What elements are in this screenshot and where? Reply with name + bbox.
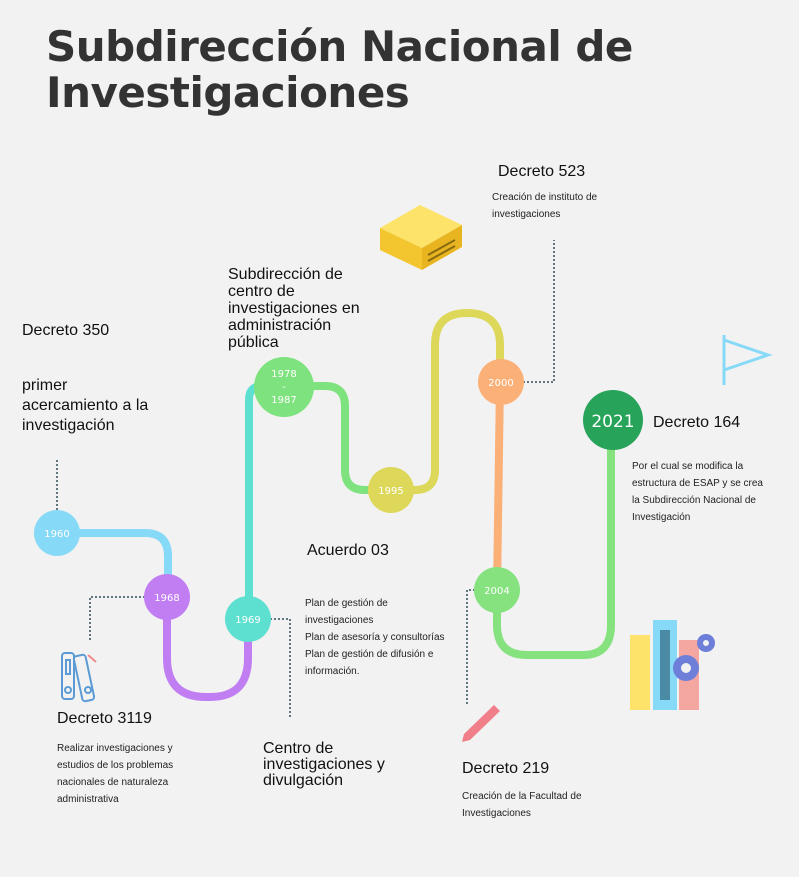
year-node-1969: 1969 <box>225 596 271 642</box>
connector-1968 <box>89 596 145 640</box>
heading-1969: Centro de investigaciones y divulgación <box>263 740 385 789</box>
heading-1960: Decreto 350 <box>22 322 110 339</box>
segment-1968-1969 <box>163 593 252 701</box>
svg-text:1987: 1987 <box>271 395 296 406</box>
year-node-1960: 1960 <box>34 510 80 556</box>
svg-text:1968: 1968 <box>154 593 179 604</box>
text-1960: primer acercamiento a la investigación <box>22 377 149 434</box>
year-node-1995: 1995 <box>368 467 414 513</box>
svg-text:1960: 1960 <box>44 529 69 540</box>
heading-1968: Decreto 3119 <box>57 710 152 727</box>
svg-text:1969: 1969 <box>235 615 260 626</box>
flag-icon <box>722 335 773 385</box>
text-2021: Por el cual se modifica la estructura de… <box>632 461 763 523</box>
heading-1995: Acuerdo 03 <box>307 542 389 559</box>
connector-2004 <box>466 589 475 705</box>
text-2004: Creación de la Facultad de Investigacion… <box>462 791 582 819</box>
year-node-2000: 2000 <box>478 359 524 405</box>
connector-1969 <box>270 618 291 717</box>
svg-text:2000: 2000 <box>488 378 513 389</box>
year-node-1968: 1968 <box>144 574 190 620</box>
plan-line: Plan de gestión de difusión e informació… <box>305 649 434 677</box>
year-node-1978: 1978 - 1987 <box>254 357 314 417</box>
heading-2021: Decreto 164 <box>653 414 741 431</box>
svg-text:2004: 2004 <box>484 586 509 597</box>
heading-1978: Subdirección de centro de investigacione… <box>228 266 360 351</box>
segment-1978-1995 <box>279 382 395 494</box>
plan-line: Plan de gestión de investigaciones <box>305 598 388 626</box>
text-1968: Realizar investigaciones y estudios de l… <box>57 743 174 805</box>
connector-2000 <box>523 240 555 383</box>
year-node-2021: 2021 <box>583 390 643 450</box>
segment-2000-2004 <box>493 378 504 594</box>
binders-icon <box>61 652 97 703</box>
books-gears-icon <box>630 620 715 710</box>
segment-1995-2000 <box>387 308 504 494</box>
heading-2004: Decreto 219 <box>462 760 550 777</box>
pencil-icon <box>462 705 500 742</box>
text-2000: Creación de instituto de investigaciones <box>492 192 598 220</box>
segment-2004-2021 <box>493 415 615 659</box>
plan-line: Plan de asesoría y consultorías <box>305 632 445 643</box>
svg-text:1978: 1978 <box>271 369 296 380</box>
svg-text:-: - <box>282 382 286 393</box>
page-title: Subdirección Nacional de Investigaciones <box>46 22 633 117</box>
text-1995: Plan de gestión de investigaciones Plan … <box>305 595 455 680</box>
svg-text:1995: 1995 <box>378 486 403 497</box>
segment-1969-1978 <box>245 382 287 623</box>
heading-2000: Decreto 523 <box>498 163 586 180</box>
box-icon <box>380 205 462 270</box>
segment-1960-1968 <box>53 529 172 601</box>
year-node-2004: 2004 <box>474 567 520 613</box>
svg-text:2021: 2021 <box>591 412 634 432</box>
